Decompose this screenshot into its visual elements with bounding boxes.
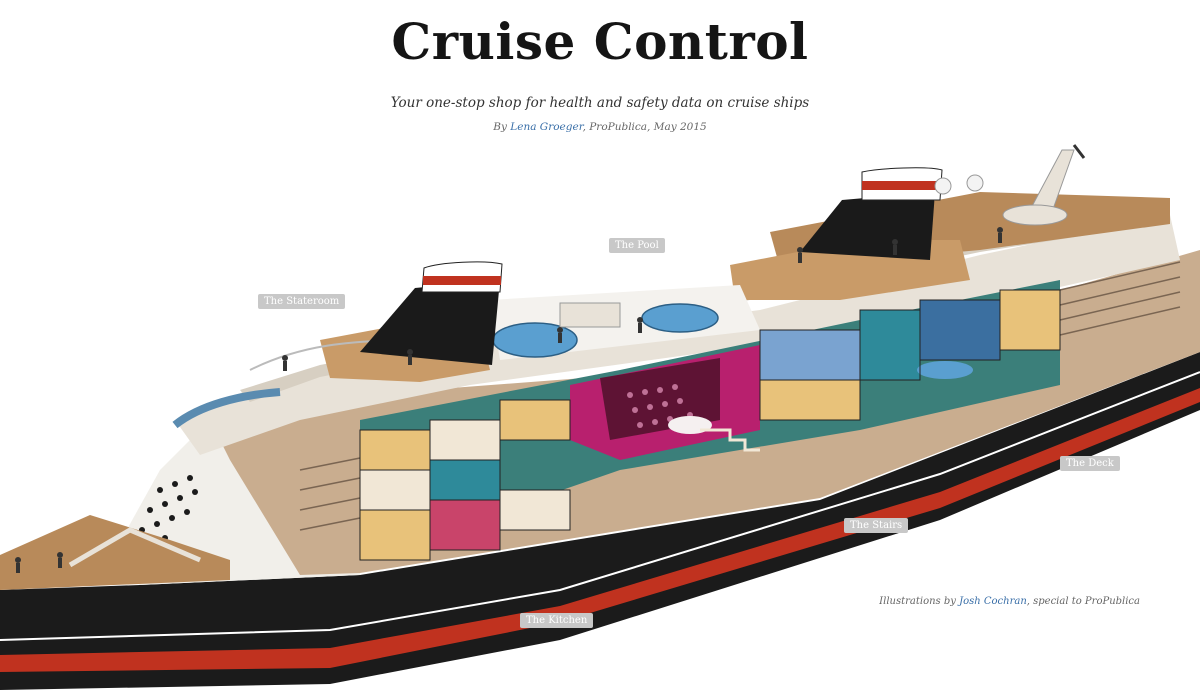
byline: By Lena Groeger, ProPublica, May 2015 — [0, 121, 1200, 133]
hotspot-kitchen[interactable]: The Kitchen — [520, 613, 594, 628]
page-title: Cruise Control — [391, 12, 809, 71]
hotspot-stateroom[interactable]: The Stateroom — [258, 294, 346, 309]
byline-prefix: By — [493, 121, 511, 133]
page-subtitle: Your one-stop shop for health and safety… — [390, 95, 810, 111]
hotspot-stairs[interactable]: The Stairs — [844, 518, 909, 533]
author-link[interactable]: Lena Groeger — [510, 121, 583, 133]
credit-suffix: , special to ProPublica — [1026, 596, 1140, 607]
credit-prefix: Illustrations by — [879, 596, 960, 607]
illustration-credit: Illustrations by Josh Cochran, special t… — [879, 596, 1140, 607]
hotspot-pool[interactable]: The Pool — [609, 238, 665, 253]
byline-suffix: , ProPublica, May 2015 — [582, 121, 707, 133]
illustrator-link[interactable]: Josh Cochran — [959, 596, 1027, 607]
hotspot-deck[interactable]: The Deck — [1060, 456, 1120, 471]
